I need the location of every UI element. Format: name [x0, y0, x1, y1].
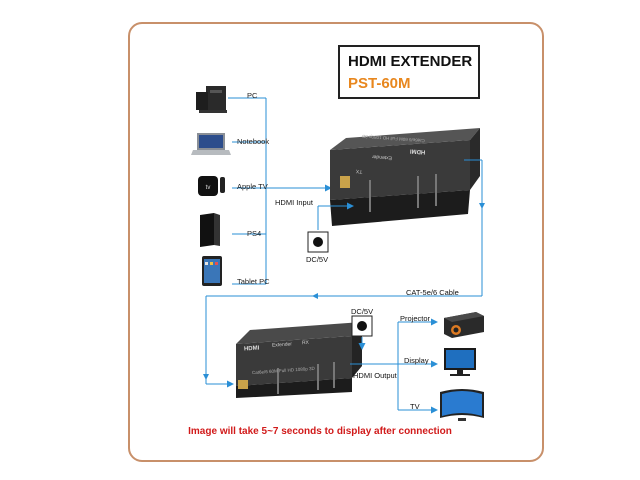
source-label-tablet: Tablet PC: [237, 277, 270, 286]
pc-tower-monitor-icon: [196, 86, 227, 113]
rx-extender-device: [236, 322, 362, 398]
svg-text:tv: tv: [206, 185, 211, 191]
page-title: HDMI EXTENDER: [348, 53, 473, 70]
source-label-notebook: Notebook: [237, 137, 270, 146]
curved-tv-icon: [440, 389, 484, 421]
model-number: PST-60M: [348, 75, 411, 92]
laptop-icon: [191, 133, 231, 155]
diagram-frame: [128, 22, 544, 462]
tx-dc-jack-icon: [307, 231, 329, 253]
source-label-apple-tv: Apple TV: [237, 182, 268, 191]
tx-dc-label: DC/5V: [306, 255, 329, 264]
ps4-console-icon: [200, 213, 220, 247]
source-label-ps4: PS4: [247, 229, 262, 238]
rx-brand-text: HDMI: [243, 345, 260, 353]
connection-delay-note: Image will take 5~7 seconds to display a…: [188, 426, 452, 437]
tx-dc-lines: [317, 202, 354, 230]
rx-tag-text: RX: [301, 339, 310, 347]
hdmi-output-label: HDMI Output: [353, 371, 397, 380]
output-label-projector: Projector: [400, 314, 431, 323]
tablet-icon: [202, 256, 222, 286]
cat-cable-lines: [205, 159, 483, 388]
projector-icon: [444, 312, 484, 338]
output-lines: [350, 318, 438, 414]
source-lines: [228, 97, 332, 285]
output-label-tv: TV: [410, 402, 420, 411]
cable-arrow-down-2: [203, 374, 209, 380]
cable-label: CAT-5e/6 Cable: [406, 288, 459, 297]
rx-dc-label: DC/5V: [351, 307, 374, 316]
apple-tv-icon: tv: [198, 176, 225, 196]
hdmi-input-label: HDMI Input: [275, 198, 313, 207]
title-box: HDMI EXTENDER PST-60M: [338, 45, 480, 99]
cable-arrow-left: [312, 293, 318, 299]
tx-brand-text: HDMI: [409, 147, 426, 155]
cable-arrow-down: [479, 203, 485, 209]
output-label-display: Display: [404, 356, 429, 365]
monitor-icon: [444, 348, 476, 376]
source-label-pc: PC: [247, 91, 258, 100]
rx-dc-jack-icon: [351, 315, 373, 337]
tx-tag-text: TX: [355, 167, 363, 175]
tx-extender-device: [330, 128, 480, 226]
